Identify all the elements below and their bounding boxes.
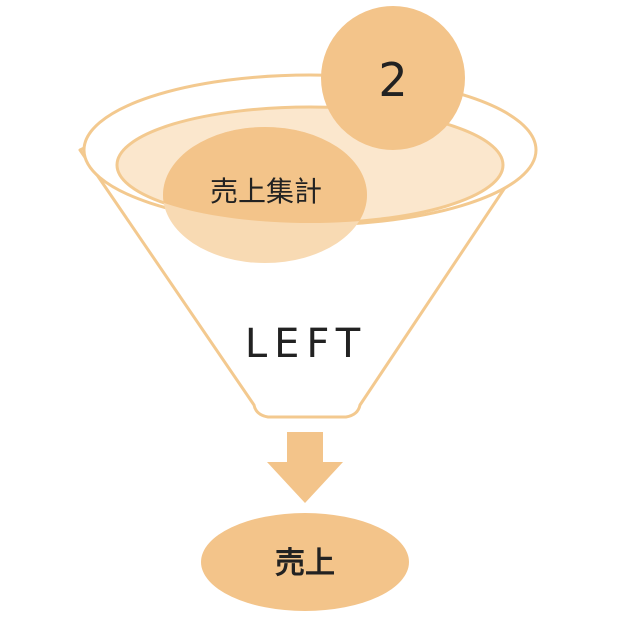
inner-label: 売上集計 <box>210 175 322 208</box>
funnel-label: LEFT <box>245 321 367 367</box>
step-number-circle <box>321 6 465 150</box>
down-arrow-icon <box>267 432 343 503</box>
inner-label-circle-overlap <box>163 127 367 223</box>
output-ellipse <box>201 513 409 611</box>
output-label: 売上 <box>275 546 335 581</box>
step-number-label: 2 <box>378 53 407 107</box>
